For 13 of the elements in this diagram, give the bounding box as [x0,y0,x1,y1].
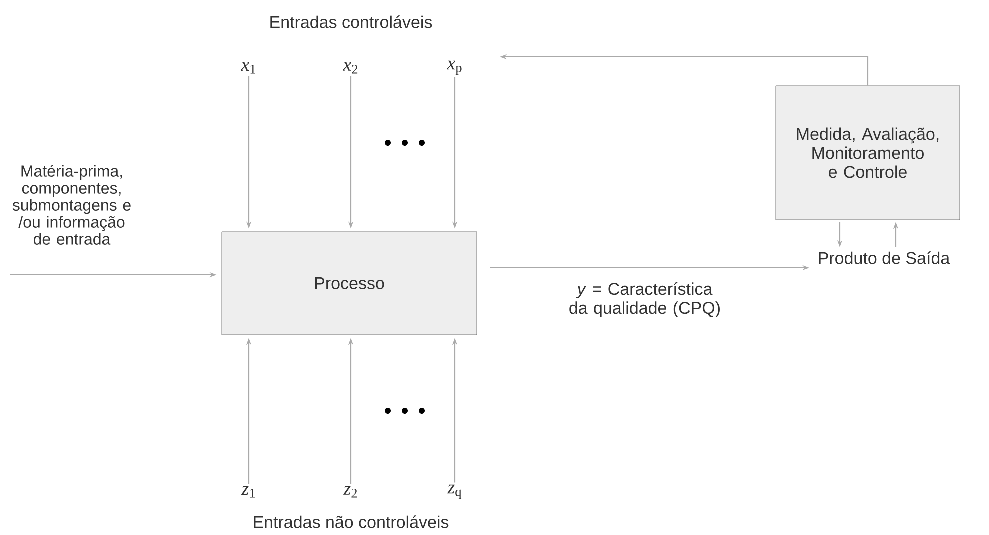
heading: Entradas controláveis [270,16,432,28]
edge-label: y = Característica da qualidade (CPQ) [570,282,720,318]
noise-variable: z$_{1}$ [242,486,255,498]
noise-variable: z$_{q}$ [448,484,462,500]
control-box: Medida, Avaliação, Monitoramento e Controle [776,86,960,220]
process-box: Processo [222,232,478,336]
input-variable: x$_{1}$ [240,62,256,74]
noise-variable: z$_{2}$ [344,486,358,498]
edge-label: Matéria-prima, componentes, submontagens e /ou informação de entrada [12,165,131,245]
output-label: Produto de Saída [819,252,950,264]
heading: Entradas não controláveis [254,516,449,528]
input-variable: x$_{2}$ [342,62,358,74]
input-variable: x$_{p}$ [446,60,462,76]
